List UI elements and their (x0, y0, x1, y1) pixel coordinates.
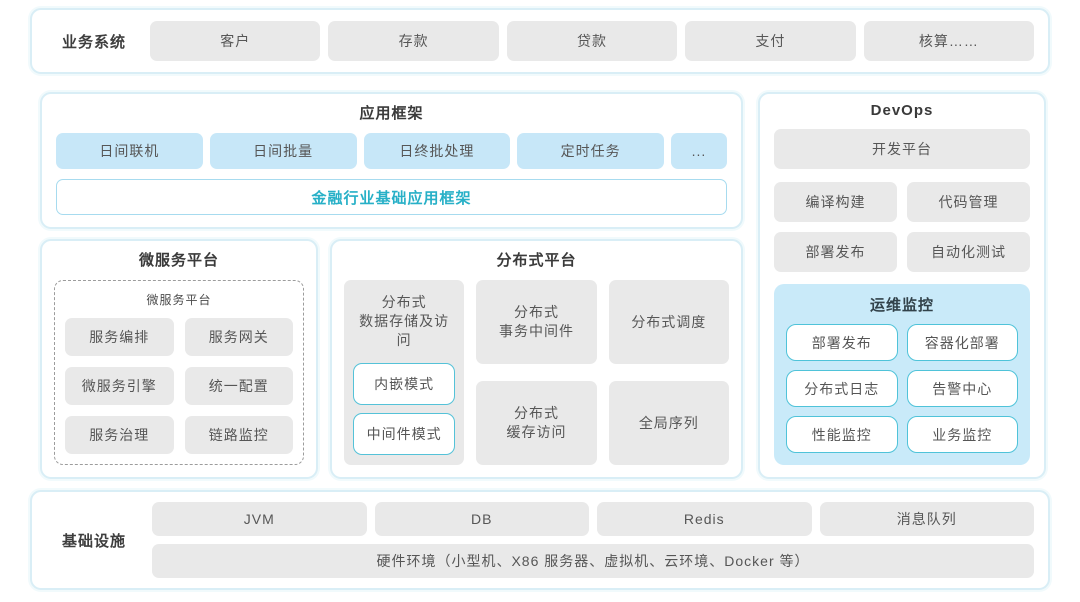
infrastructure-panel: 基础设施 JVM DB Redis 消息队列 硬件环境（小型机、X86 服务器、… (30, 490, 1050, 590)
ops-monitor-box: 运维监控 部署发布 容器化部署 分布式日志 告警中心 性能监控 业务监控 (774, 284, 1030, 465)
infrastructure-body: JVM DB Redis 消息队列 硬件环境（小型机、X86 服务器、虚拟机、云… (152, 502, 1034, 578)
framework-chip-daytime-batch: 日间批量 (209, 133, 357, 169)
microservice-cell-config: 统一配置 (184, 367, 293, 405)
devops-panel: DevOps 开发平台 编译构建 代码管理 部署发布 自动化测试 运维监控 部署… (758, 92, 1046, 479)
ops-item-deploy: 部署发布 (786, 324, 898, 361)
business-systems-label: 业务系统 (61, 33, 126, 51)
business-systems-panel: 业务系统 客户 存款 贷款 支付 核算…… (30, 8, 1050, 74)
hardware-environment-chip: 硬件环境（小型机、X86 服务器、虚拟机、云环境、Docker 等） (152, 544, 1034, 578)
infra-chip-message-queue: 消息队列 (819, 502, 1034, 536)
middle-band: 应用框架 日间联机 日间批量 日终批处理 定时任务 ... 金融行业基础应用框架… (40, 92, 1046, 479)
distributed-cell-scheduling: 分布式调度 (608, 280, 729, 364)
business-chip-accounting: 核算…… (863, 21, 1035, 61)
devops-title: DevOps (870, 102, 934, 119)
microservice-cell-gateway: 服务网关 (184, 318, 293, 356)
microservice-grid: 服务编排 服务网关 微服务引擎 统一配置 服务治理 链路监控 (65, 318, 293, 454)
distributed-storage-box: 分布式 数据存储及访问 内嵌模式 中间件模式 (344, 280, 465, 465)
microservice-cell-governance: 服务治理 (65, 416, 174, 454)
middle-left-column: 应用框架 日间联机 日间批量 日终批处理 定时任务 ... 金融行业基础应用框架… (40, 92, 743, 479)
devops-cell-code-mgmt: 代码管理 (907, 182, 1030, 222)
infrastructure-label: 基础设施 (61, 532, 126, 550)
distributed-cell-cache: 分布式 缓存访问 (476, 381, 597, 465)
framework-chip-scheduled-task: 定时任务 (517, 133, 664, 169)
distributed-title: 分布式平台 (496, 252, 577, 269)
ops-monitor-title: 运维监控 (869, 297, 934, 314)
distributed-panel: 分布式平台 分布式 数据存储及访问 内嵌模式 中间件模式 分布式 事务中间件 分… (330, 239, 743, 479)
ops-item-alert-center: 告警中心 (906, 370, 1018, 407)
business-chip-deposit: 存款 (328, 21, 499, 61)
business-chip-customer: 客户 (150, 21, 321, 61)
ops-item-container-deploy: 容器化部署 (906, 324, 1018, 361)
infra-chip-redis: Redis (597, 502, 812, 536)
microservice-panel: 微服务平台 微服务平台 服务编排 服务网关 微服务引擎 统一配置 服务治理 链路… (40, 239, 318, 479)
distributed-right-column: 分布式调度 全局序列 (608, 280, 729, 465)
devops-grid: 编译构建 代码管理 部署发布 自动化测试 (774, 182, 1030, 272)
storage-mode-embedded: 内嵌模式 (353, 362, 456, 405)
framework-chip-more: ... (671, 133, 727, 169)
distributed-storage-label: 分布式 数据存储及访问 (359, 294, 450, 348)
devops-cell-deploy: 部署发布 (774, 232, 897, 272)
ops-item-performance-monitor: 性能监控 (786, 416, 898, 453)
framework-chip-eod-batch: 日终批处理 (363, 133, 511, 169)
infrastructure-chip-row: JVM DB Redis 消息队列 (152, 502, 1034, 536)
app-framework-chip-row: 日间联机 日间批量 日终批处理 定时任务 ... (56, 133, 727, 169)
ops-item-business-monitor: 业务监控 (906, 416, 1018, 453)
framework-chip-daytime-online: 日间联机 (56, 133, 203, 169)
ops-monitor-grid: 部署发布 容器化部署 分布式日志 告警中心 性能监控 业务监控 (786, 324, 1018, 453)
infra-chip-jvm: JVM (152, 502, 367, 536)
distributed-body: 分布式 数据存储及访问 内嵌模式 中间件模式 分布式 事务中间件 分布式 缓存访… (344, 280, 729, 465)
base-framework-box: 金融行业基础应用框架 (56, 179, 727, 215)
platform-row: 微服务平台 微服务平台 服务编排 服务网关 微服务引擎 统一配置 服务治理 链路… (40, 239, 743, 479)
devops-dev-platform-chip: 开发平台 (774, 129, 1030, 169)
business-chip-payment: 支付 (685, 21, 856, 61)
app-framework-title: 应用框架 (359, 105, 424, 122)
business-chip-loan: 贷款 (506, 21, 678, 61)
microservice-dashed-container: 微服务平台 服务编排 服务网关 微服务引擎 统一配置 服务治理 链路监控 (54, 280, 304, 465)
distributed-storage-column: 分布式 数据存储及访问 内嵌模式 中间件模式 (344, 280, 465, 465)
storage-mode-middleware: 中间件模式 (353, 412, 456, 456)
infra-chip-db: DB (374, 502, 589, 536)
distributed-cell-transaction: 分布式 事务中间件 (476, 280, 597, 364)
app-framework-panel: 应用框架 日间联机 日间批量 日终批处理 定时任务 ... 金融行业基础应用框架 (40, 92, 743, 229)
ops-item-distributed-log: 分布式日志 (786, 370, 898, 407)
microservice-title: 微服务平台 (138, 252, 219, 269)
devops-cell-auto-test: 自动化测试 (907, 232, 1030, 272)
microservice-cell-orchestration: 服务编排 (65, 318, 174, 356)
devops-cell-build: 编译构建 (774, 182, 897, 222)
microservice-cell-tracing: 链路监控 (184, 416, 293, 454)
distributed-cell-sequence: 全局序列 (608, 381, 729, 465)
microservice-inner-title: 微服务平台 (146, 293, 212, 307)
distributed-middle-column: 分布式 事务中间件 分布式 缓存访问 (476, 280, 597, 465)
microservice-cell-engine: 微服务引擎 (65, 367, 174, 405)
